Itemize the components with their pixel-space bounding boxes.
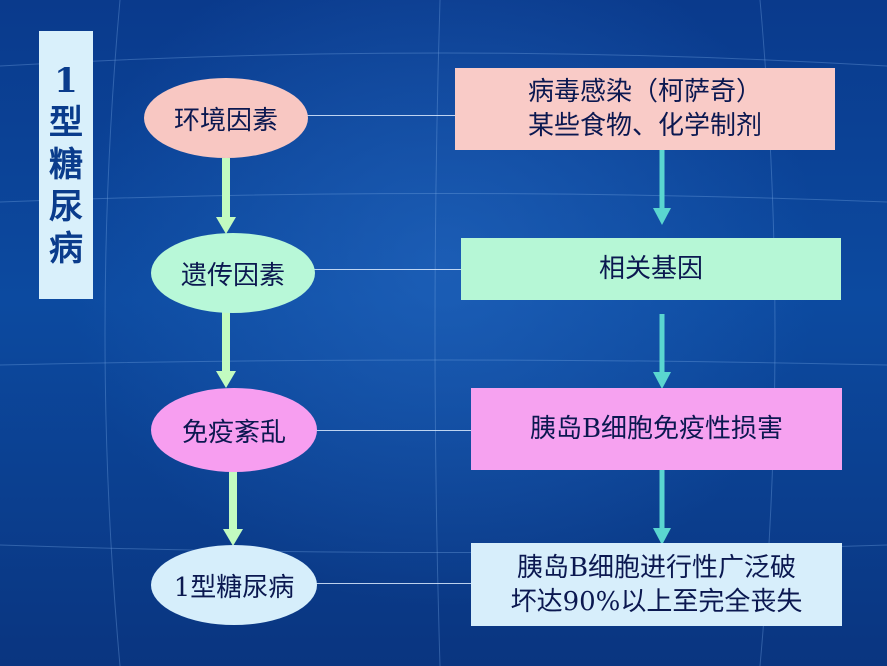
connector-line bbox=[308, 269, 461, 270]
box-beta-cell-destruction: 胰岛B细胞进行性广泛破 坏达90%以上至完全丧失 bbox=[471, 543, 842, 626]
box-immune-damage: 胰岛B细胞免疫性损害 bbox=[471, 388, 842, 470]
flow-arrow-down bbox=[653, 150, 671, 225]
box-line: 坏达90%以上至完全丧失 bbox=[510, 586, 803, 617]
box-line: 胰岛B细胞免疫性损害 bbox=[529, 414, 784, 444]
connector-line bbox=[314, 583, 471, 584]
flow-arrow-down bbox=[216, 312, 236, 388]
flow-arrow-down bbox=[653, 469, 671, 545]
box-line: 病毒感染（柯萨奇） bbox=[527, 77, 762, 107]
node-environment: 环境因素 bbox=[144, 78, 308, 158]
box-line: 相关基因 bbox=[598, 254, 703, 284]
box-line: 胰岛B细胞进行性广泛破 bbox=[516, 552, 797, 583]
node-immune-disorder: 免疫紊乱 bbox=[151, 388, 317, 472]
node-label: 环境因素 bbox=[173, 105, 278, 136]
title-box: 1 型 糖 尿 病 bbox=[39, 31, 93, 299]
node-label: 1型糖尿病 bbox=[173, 572, 295, 603]
flow-arrow-down bbox=[223, 470, 243, 546]
flow-arrow-down bbox=[653, 314, 671, 389]
title-char: 1 bbox=[54, 61, 78, 101]
flow-arrow-down bbox=[216, 158, 236, 234]
title-char: 尿 bbox=[49, 187, 83, 227]
title-char: 型 bbox=[49, 103, 83, 143]
node-genetic: 遗传因素 bbox=[151, 233, 315, 313]
box-line: 某些食物、化学制剂 bbox=[527, 111, 762, 141]
box-environmental-causes: 病毒感染（柯萨奇） 某些食物、化学制剂 bbox=[455, 68, 835, 150]
node-label: 免疫紊乱 bbox=[181, 417, 286, 448]
title-char: 糖 bbox=[49, 145, 83, 185]
connector-line bbox=[314, 430, 471, 431]
node-type1-diabetes: 1型糖尿病 bbox=[151, 545, 317, 625]
title-char: 病 bbox=[49, 229, 83, 269]
connector-line bbox=[306, 115, 456, 116]
node-label: 遗传因素 bbox=[180, 260, 285, 291]
box-related-genes: 相关基因 bbox=[461, 238, 841, 300]
